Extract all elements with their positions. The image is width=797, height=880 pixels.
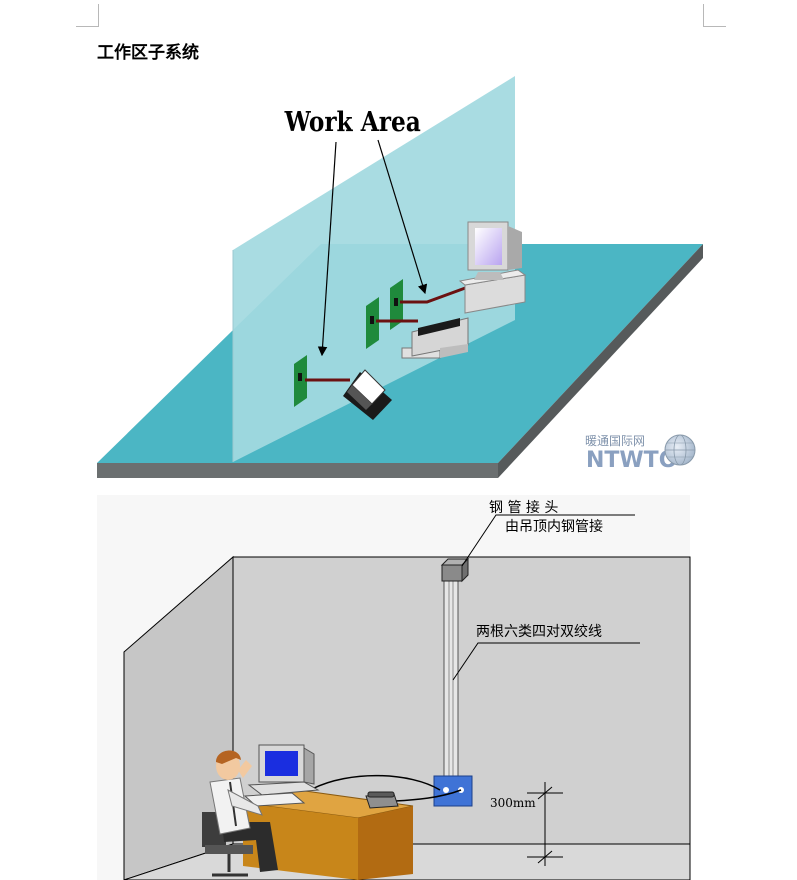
steel-conduit [443,579,459,777]
wall-outlet [366,297,379,349]
watermark-en: NTWTO [586,448,677,473]
cable [400,285,469,304]
computer-icon [458,221,527,314]
desk-telephone-icon [365,791,399,809]
work-area-heading: Work Area [284,105,421,137]
cable-label: 两根六类四对双绞线 [476,623,602,640]
pointer-arrow-left [317,141,337,357]
person-icon [202,750,278,877]
junction-box [433,775,473,807]
printer-icon [401,317,469,359]
connector-callout-line [461,514,635,567]
network-cable [311,774,441,791]
crop-mark-top-left [76,4,99,27]
phone-cable [394,789,462,802]
wall-outlet [294,355,307,407]
room-figure: 钢 管 接 头 由吊顶内钢管接 两根六类四对双绞线 300mm [97,495,691,880]
connector-label: 钢 管 接 头 [489,499,558,516]
desk-computer-icon [243,744,320,807]
floor-side-edge [498,244,703,478]
pointer-arrow-right [377,139,428,295]
wall-outlet [390,279,403,330]
crop-mark-top-right [703,4,726,27]
ceiling-conduit-label: 由吊顶内钢管接 [505,518,603,535]
floor-front-edge [97,463,498,478]
watermark-cn: 暖通国际网 [585,434,645,448]
page-title: 工作区子系统 [97,43,199,63]
telephone-icon [343,369,392,420]
globe-icon [664,434,696,466]
height-dimension [527,782,563,866]
cable-callout-line [452,642,640,681]
work-area-figure: Work Area [97,76,703,478]
conduit-connector [440,557,470,583]
height-label: 300mm [490,796,536,810]
